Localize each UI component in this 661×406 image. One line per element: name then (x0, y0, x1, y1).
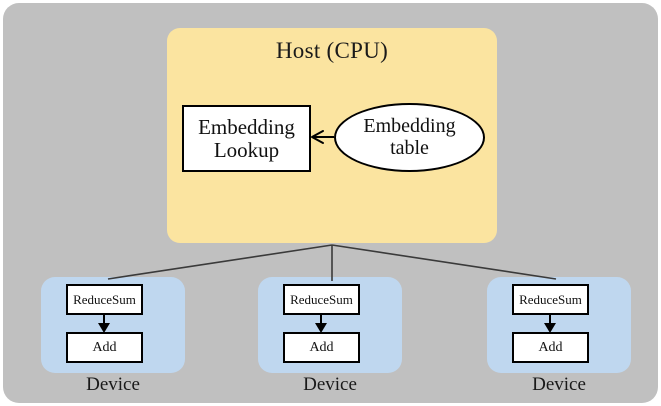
embedding-lookup-label-line1: Embedding (198, 114, 295, 139)
device-box-2: ReduceSum Add (258, 277, 402, 373)
embedding-table-node: Embedding table (334, 103, 485, 172)
embedding-table-label-line1: Embedding (363, 114, 456, 137)
device-box-3: ReduceSum Add (487, 277, 631, 373)
device-1-add-node: Add (66, 332, 143, 363)
device-3-reduce-sum-node: ReduceSum (512, 284, 589, 315)
host-cpu-title: Host (CPU) (275, 38, 389, 63)
device-1-label: Device (86, 374, 140, 395)
device-1-reduce-sum-node: ReduceSum (66, 284, 143, 315)
embedding-lookup-node: Embedding Lookup (182, 105, 311, 172)
device-3-label: Device (532, 374, 586, 395)
device-3-add-node: Add (512, 332, 589, 363)
device-2-label: Device (303, 374, 357, 395)
device-2-reduce-sum-node: ReduceSum (283, 284, 360, 315)
device-box-1: ReduceSum Add (41, 277, 185, 373)
embedding-table-label-line2: table (390, 136, 429, 159)
device-2-add-node: Add (283, 332, 360, 363)
embedding-lookup-label-line2: Lookup (213, 137, 280, 162)
